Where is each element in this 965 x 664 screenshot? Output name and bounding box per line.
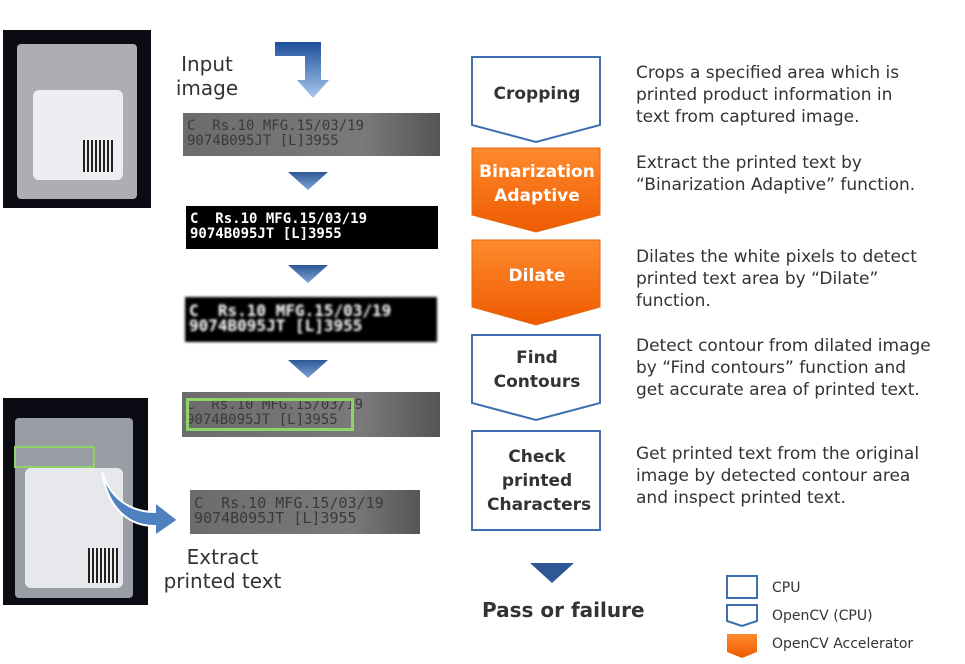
- down-arrow-icon: [288, 265, 328, 283]
- desc-dilate: Dilates the white pixels to detect print…: [636, 247, 917, 311]
- cropped-text-line1: C Rs.10 MFG.15/03/19: [187, 118, 365, 134]
- binarized-image: C Rs.10 MFG.15/03/19 9074B095JT [L]3955: [186, 206, 438, 249]
- contour-text-line1: C Rs.10 MFG.15/03/19: [186, 397, 364, 413]
- contour-text-line2: 9074B095JT [L]3955: [186, 412, 338, 428]
- desc-cropping: Crops a specified area which is printed …: [636, 63, 900, 127]
- step-binarization: Binarization Adaptive: [479, 162, 595, 206]
- cropping-shape: [471, 56, 601, 144]
- flow-shapes: [471, 56, 601, 531]
- desc-check: Get printed text from the original image…: [636, 444, 920, 508]
- cpu-legend-icon: [726, 575, 758, 599]
- step-find-contours: Find Contours: [493, 348, 581, 392]
- legend-icons: [726, 575, 758, 658]
- desc-binarization: Extract the printed text by “Binarizatio…: [636, 153, 916, 195]
- cropped-text-line2: 9074B095JT [L]3955: [187, 133, 339, 149]
- step-cropping: Cropping: [493, 84, 581, 104]
- legend-opencv-cpu: OpenCV (CPU): [772, 608, 873, 624]
- input-package-photo: [3, 30, 151, 208]
- step-dilate: Dilate: [508, 266, 566, 286]
- dilate-shape: [471, 239, 601, 326]
- input-image-label: Input image: [175, 52, 239, 100]
- desc-find-contours: Detect contour from dilated image by “Fi…: [636, 336, 931, 400]
- dilated-text-line1: C Rs.10 MFG.15/03/19: [189, 301, 392, 320]
- legend-opencv-accelerator: OpenCV Accelerator: [772, 636, 914, 652]
- result-package-photo: [3, 398, 148, 605]
- down-arrow-icon: [288, 172, 328, 190]
- dilated-image: C Rs.10 MFG.15/03/19 9074B095JT [L]3955: [185, 297, 437, 342]
- input-arrow-icon: [275, 42, 329, 98]
- extracted-text-image: C Rs.10 MFG.15/03/19 9074B095JT [L]3955: [190, 490, 420, 534]
- extract-label: Extract printed text: [163, 545, 282, 593]
- step-check: Check printed Characters: [487, 447, 592, 515]
- opencv-cpu-legend-icon: [726, 604, 758, 628]
- extracted-text-line2: 9074B095JT [L]3955: [194, 509, 357, 527]
- contour-box: [186, 398, 354, 431]
- check-shape: [471, 430, 601, 531]
- opencv-accelerator-legend-icon: [727, 634, 757, 658]
- cropped-image: C Rs.10 MFG.15/03/19 9074B095JT [L]3955: [183, 113, 440, 156]
- binarization-shape: [471, 147, 601, 233]
- binarized-text-line2: 9074B095JT [L]3955: [190, 226, 342, 242]
- binarized-text-line1: C Rs.10 MFG.15/03/19: [190, 211, 368, 227]
- extracted-text-line1: C Rs.10 MFG.15/03/19: [194, 494, 384, 512]
- down-arrow-icon: [288, 360, 328, 378]
- result-label: Pass or failure: [482, 598, 645, 622]
- dilated-text-line2: 9074B095JT [L]3955: [189, 316, 363, 335]
- result-arrow-icon: [530, 563, 574, 583]
- extract-arrow-icon: [101, 471, 180, 538]
- step-arrows: [288, 172, 328, 378]
- legend-cpu: CPU: [772, 580, 801, 596]
- find-contours-shape: [471, 334, 601, 422]
